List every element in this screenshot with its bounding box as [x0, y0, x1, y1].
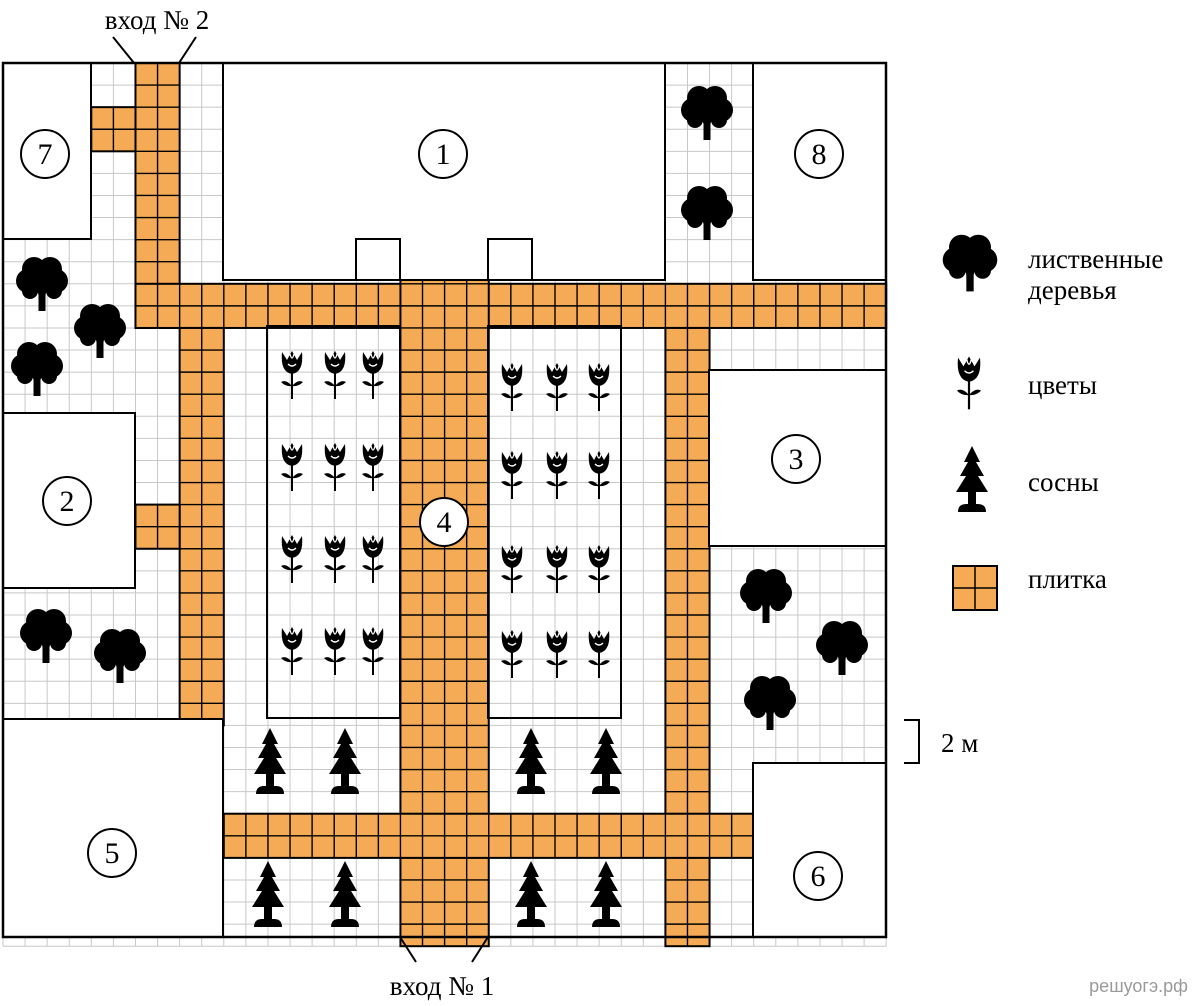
- pine-icon: [515, 728, 547, 794]
- entrance-1-left-line: [399, 936, 417, 963]
- zone-3-marker: 3: [771, 434, 821, 484]
- flower-icon: [361, 626, 385, 676]
- zone-7-marker: 7: [20, 129, 70, 179]
- flower-icon: [587, 629, 611, 679]
- legend: лиственные деревья цветы сосны плитка: [942, 234, 1163, 611]
- flower-icon: [280, 442, 304, 492]
- legend-flower-icon: [956, 355, 982, 411]
- legend-deciduous-tree-icon: [942, 234, 998, 292]
- flower-icon: [280, 534, 304, 584]
- entrance-2-right-line: [178, 36, 197, 64]
- flower-icon: [361, 534, 385, 584]
- flower-icon: [545, 450, 569, 500]
- flower-icon: [587, 544, 611, 594]
- flower-icon: [280, 626, 304, 676]
- zone-4-number: 4: [437, 506, 452, 539]
- zone-1-number: 1: [436, 138, 451, 171]
- deciduous-tree-icon: [94, 629, 146, 683]
- flower-icon: [361, 442, 385, 492]
- zone-numbers: 1 2 3 4 5 6 7 8: [20, 129, 844, 901]
- pine-icon: [254, 728, 286, 794]
- flower-icon: [545, 544, 569, 594]
- zone-1-notch-right: [487, 238, 533, 281]
- entrance-1-right-line: [471, 936, 489, 963]
- deciduous-tree-icon: [16, 257, 68, 311]
- flower-bed-right: [487, 325, 622, 719]
- zone-6-number: 6: [811, 860, 826, 893]
- legend-tile-icon: [952, 565, 998, 611]
- entrance-2-label: вход № 2: [105, 5, 209, 35]
- legend-deciduous-label-line2: деревья: [1028, 275, 1117, 305]
- zone-6-outline: [752, 762, 887, 938]
- pine-icon: [515, 861, 547, 927]
- flower-icon: [280, 350, 304, 400]
- entrance-markers: [112, 36, 489, 963]
- deciduous-tree-icon: [681, 86, 733, 140]
- pine-icon: [590, 728, 622, 794]
- flower-icon: [545, 362, 569, 412]
- flower-icon: [361, 350, 385, 400]
- zone-4-marker: 4: [419, 497, 469, 547]
- flower-icon: [500, 450, 524, 500]
- zone-5-number: 5: [105, 837, 120, 870]
- zone-8-marker: 8: [794, 129, 844, 179]
- deciduous-tree-icon: [11, 342, 63, 396]
- scale-bracket: [904, 719, 920, 764]
- flower-icon: [323, 442, 347, 492]
- zone-2-number: 2: [60, 485, 75, 518]
- tile-path: [178, 326, 225, 727]
- flower-icon: [500, 362, 524, 412]
- pine-icon: [252, 861, 284, 927]
- flower-icon: [323, 350, 347, 400]
- tile-path: [90, 106, 137, 153]
- zone-5-marker: 5: [87, 828, 137, 878]
- tile-path: [134, 503, 181, 550]
- flower-icon: [500, 629, 524, 679]
- pine-icon: [590, 861, 622, 927]
- garden-border: [1, 61, 888, 939]
- scale-marker: 2 м: [904, 719, 978, 764]
- flower-icon: [587, 450, 611, 500]
- zone-2-marker: 2: [42, 476, 92, 526]
- flower-icon: [545, 629, 569, 679]
- legend-flowers-label: цветы: [1028, 370, 1097, 400]
- flower-bed-outlines: [266, 325, 622, 719]
- legend-deciduous-label-line1: лиственные: [1028, 244, 1163, 274]
- zone-5-outline: [2, 718, 224, 938]
- deciduous-tree-icon: [744, 676, 796, 730]
- zone-7-number: 7: [38, 138, 53, 171]
- entrance-2-left-line: [112, 36, 135, 64]
- watermark: решуогэ.рф: [1089, 976, 1188, 996]
- zone-3-number: 3: [789, 443, 804, 476]
- tile-path: [134, 282, 888, 329]
- zone-6-marker: 6: [793, 851, 843, 901]
- tile-path: [222, 812, 755, 859]
- deciduous-tree-icon: [816, 621, 868, 675]
- legend-tiles-label: плитка: [1028, 564, 1107, 594]
- zone-1-notch-left: [355, 238, 401, 281]
- flower-bed-left: [266, 325, 401, 719]
- zone-1-marker: 1: [418, 129, 468, 179]
- zone-8-number: 8: [812, 138, 827, 171]
- flower-icon: [500, 544, 524, 594]
- deciduous-tree-icon: [20, 609, 72, 663]
- flower-icon: [323, 534, 347, 584]
- legend-pine-icon: [956, 446, 988, 512]
- legend-pines-label: сосны: [1028, 467, 1099, 497]
- flower-icon: [323, 626, 347, 676]
- entrance-1-label: вход № 1: [390, 971, 494, 1001]
- flower-icon: [587, 362, 611, 412]
- scale-label: 2 м: [941, 728, 978, 758]
- deciduous-tree-icon: [681, 186, 733, 240]
